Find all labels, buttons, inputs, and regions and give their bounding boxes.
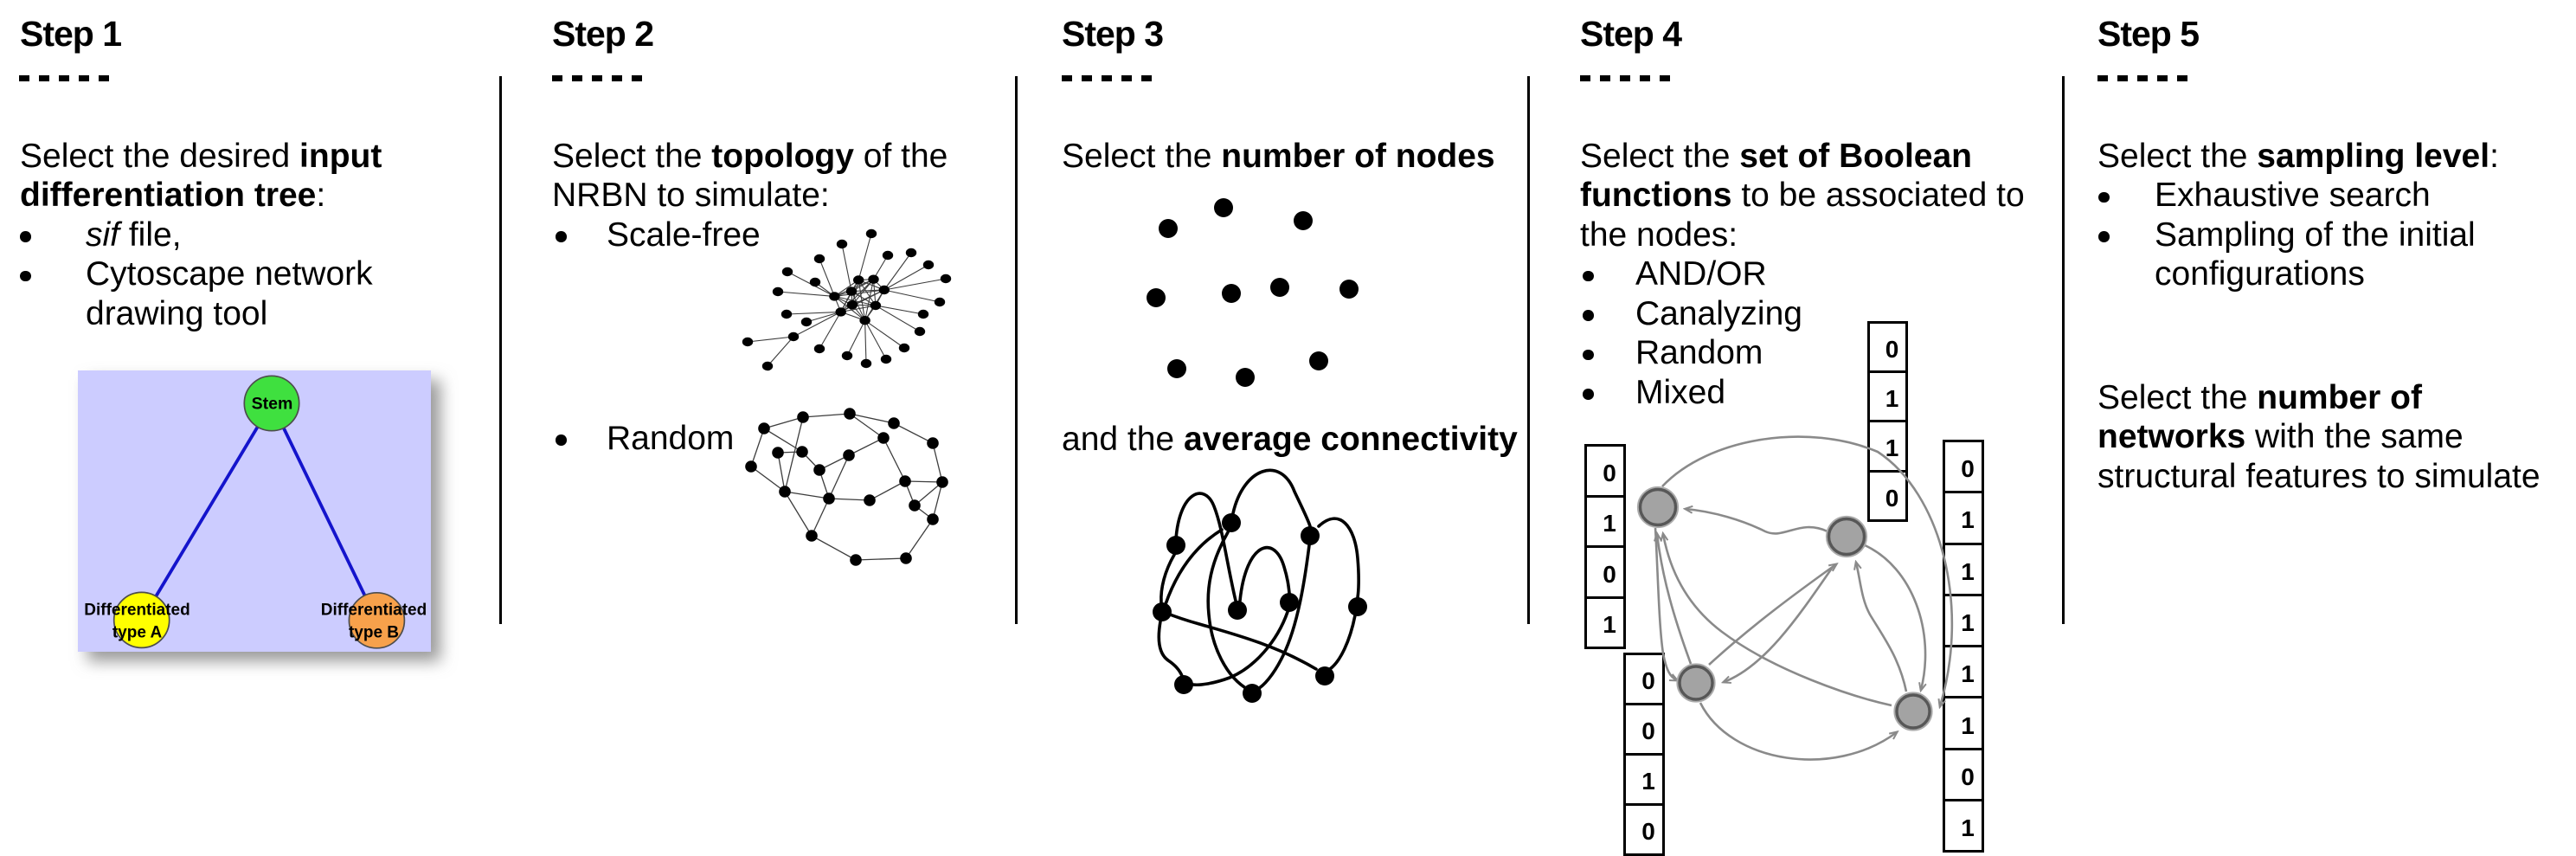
svg-text:Stem: Stem: [252, 395, 293, 414]
svg-text:Differentiated: Differentiated: [84, 602, 190, 620]
svg-text:type B: type B: [349, 624, 399, 642]
svg-text:type A: type A: [112, 624, 163, 642]
svg-text:Differentiated: Differentiated: [321, 602, 427, 620]
